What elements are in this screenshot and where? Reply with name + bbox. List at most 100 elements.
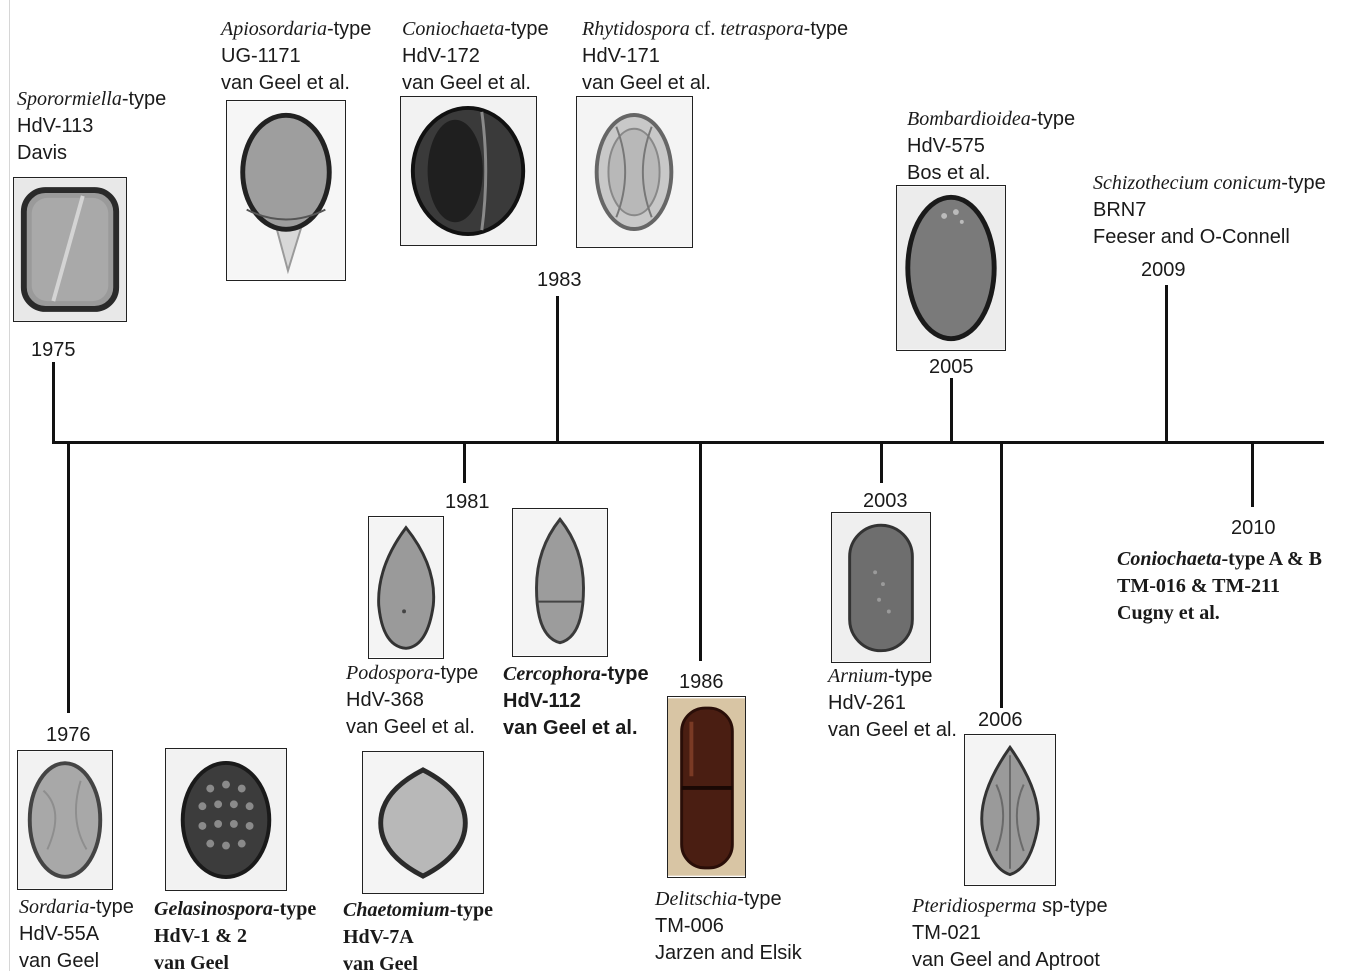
year-2003: 2003	[863, 490, 908, 512]
tick-1981	[463, 443, 466, 483]
delitschia-image	[667, 696, 746, 878]
taxon-qualifier: cf.	[689, 18, 721, 40]
type-suffix: -type	[1281, 172, 1326, 194]
label-apiosordaria: Apiosordaria-type UG-1171 van Geel et al…	[221, 16, 371, 97]
label-sporormiella: Sporormiella-type HdV-113 Davis	[17, 86, 166, 167]
label-schizothecium: Schizothecium conicum-type BRN7 Feeser a…	[1093, 170, 1326, 251]
specimen-code: HdV-261	[828, 692, 906, 714]
author: van Geel et al.	[503, 717, 638, 739]
specimen-code: HdV-55A	[19, 923, 100, 945]
type-suffix: sp-type	[1036, 895, 1108, 917]
taxon-name: Chaetomium	[343, 899, 450, 921]
tick-1975	[52, 362, 55, 443]
specimen-code: HdV-1 & 2	[154, 925, 247, 947]
type-suffix: -type	[737, 888, 782, 910]
tick-1986	[699, 443, 702, 661]
year-1983: 1983	[537, 269, 582, 291]
tick-1976	[67, 443, 70, 713]
specimen-code: UG-1171	[221, 45, 301, 67]
bombardioidea-image	[896, 185, 1006, 351]
type-suffix: -type	[326, 18, 372, 40]
delitschia-spore-icon	[668, 698, 745, 876]
author: Feeser and O-Connell	[1093, 226, 1290, 248]
label-gelasinospora: Gelasinospora-type HdV-1 & 2 van Geel	[154, 896, 316, 977]
arnium-image	[831, 512, 931, 663]
bombardioidea-spore-icon	[897, 186, 1005, 350]
author: van Geel	[154, 952, 229, 974]
specimen-code: HdV-368	[346, 689, 424, 711]
type-suffix: -type	[600, 663, 649, 685]
year-1981: 1981	[445, 491, 490, 513]
author: van Geel et al.	[402, 72, 531, 94]
label-podospora: Podospora-type HdV-368 van Geel et al.	[346, 660, 478, 741]
label-coniochaeta-ab: Coniochaeta-type A & B TM-016 & TM-211 C…	[1117, 546, 1322, 627]
taxon-name: Gelasinospora	[154, 898, 273, 920]
taxon-name: Sporormiella	[17, 88, 122, 110]
taxon-name: Podospora	[346, 662, 434, 684]
pteridiosperma-image	[964, 734, 1056, 886]
specimen-code: HdV-172	[402, 45, 480, 67]
rhytidospora-spore-icon	[577, 97, 692, 247]
pteridiosperma-spore-icon	[965, 735, 1055, 885]
tick-2006	[1000, 443, 1003, 708]
tick-1983	[556, 296, 559, 442]
label-cercophora: Cercophora-type HdV-112 van Geel et al.	[503, 661, 649, 742]
chaetomium-image	[362, 751, 484, 894]
taxon-name: Apiosordaria	[221, 18, 327, 40]
tick-2009	[1165, 285, 1168, 442]
type-suffix: -type	[504, 18, 549, 40]
type-suffix: -type	[433, 662, 479, 684]
specimen-code: HdV-7A	[343, 926, 414, 948]
year-2005: 2005	[929, 356, 974, 378]
type-suffix: -type	[89, 896, 134, 918]
label-arnium: Arnium-type HdV-261 van Geel et al.	[828, 663, 957, 744]
taxon-epithet: tetraspora	[720, 18, 804, 40]
year-2010: 2010	[1231, 517, 1276, 539]
year-1976: 1976	[46, 724, 91, 746]
author: van Geel	[343, 953, 418, 975]
sporormiella-image	[13, 177, 127, 322]
gelasinospora-image	[165, 748, 287, 891]
taxon-name: Cercophora	[503, 663, 601, 685]
apiosordaria-spore-icon	[227, 101, 345, 280]
type-suffix: -type	[449, 899, 494, 921]
coniochaeta-spore-icon	[401, 97, 536, 245]
label-coniochaeta: Coniochaeta-type HdV-172 van Geel et al.	[402, 16, 549, 97]
label-chaetomium: Chaetomium-type HdV-7A van Geel	[343, 897, 493, 978]
specimen-code: TM-021	[912, 922, 981, 944]
author: van Geel et al.	[582, 72, 711, 94]
label-pteridiosperma: Pteridiosperma sp-type TM-021 van Geel a…	[912, 893, 1108, 974]
specimen-code: HdV-113	[17, 115, 94, 137]
taxon-name: Coniochaeta	[1117, 548, 1222, 570]
specimen-code: HdV-112	[503, 690, 581, 712]
rhytidospora-image	[576, 96, 693, 248]
specimen-code: TM-016 & TM-211	[1117, 575, 1280, 597]
author: van Geel et al.	[828, 719, 957, 741]
specimen-code: BRN7	[1093, 199, 1147, 221]
year-2006: 2006	[978, 709, 1023, 731]
left-divider	[9, 0, 10, 971]
author: van Geel et al.	[221, 72, 350, 94]
arnium-spore-icon	[832, 513, 930, 662]
taxon-name: Arnium	[828, 665, 888, 687]
author: van Geel	[19, 950, 100, 972]
apiosordaria-image	[226, 100, 346, 281]
label-bombardioidea: Bombardioidea-type HdV-575 Bos et al.	[907, 106, 1075, 187]
author: Cugny et al.	[1117, 602, 1220, 624]
type-suffix: -type A & B	[1221, 548, 1323, 570]
taxon-name: Rhytidospora	[582, 18, 690, 40]
tick-2003	[880, 443, 883, 483]
taxon-name: Pteridiosperma	[912, 895, 1037, 917]
author: Bos et al.	[907, 162, 991, 184]
type-suffix: -type	[121, 88, 167, 110]
taxon-name: Delitschia	[655, 888, 738, 910]
tick-2010	[1251, 443, 1254, 507]
specimen-code: TM-006	[655, 915, 724, 937]
author: van Geel et al.	[346, 716, 475, 738]
specimen-code: HdV-575	[907, 135, 985, 157]
specimen-code: HdV-171	[582, 45, 660, 67]
year-1986: 1986	[679, 671, 724, 693]
gelasinospora-spore-icon	[166, 749, 286, 890]
podospora-spore-icon	[369, 517, 443, 658]
coniochaeta-image	[400, 96, 537, 246]
